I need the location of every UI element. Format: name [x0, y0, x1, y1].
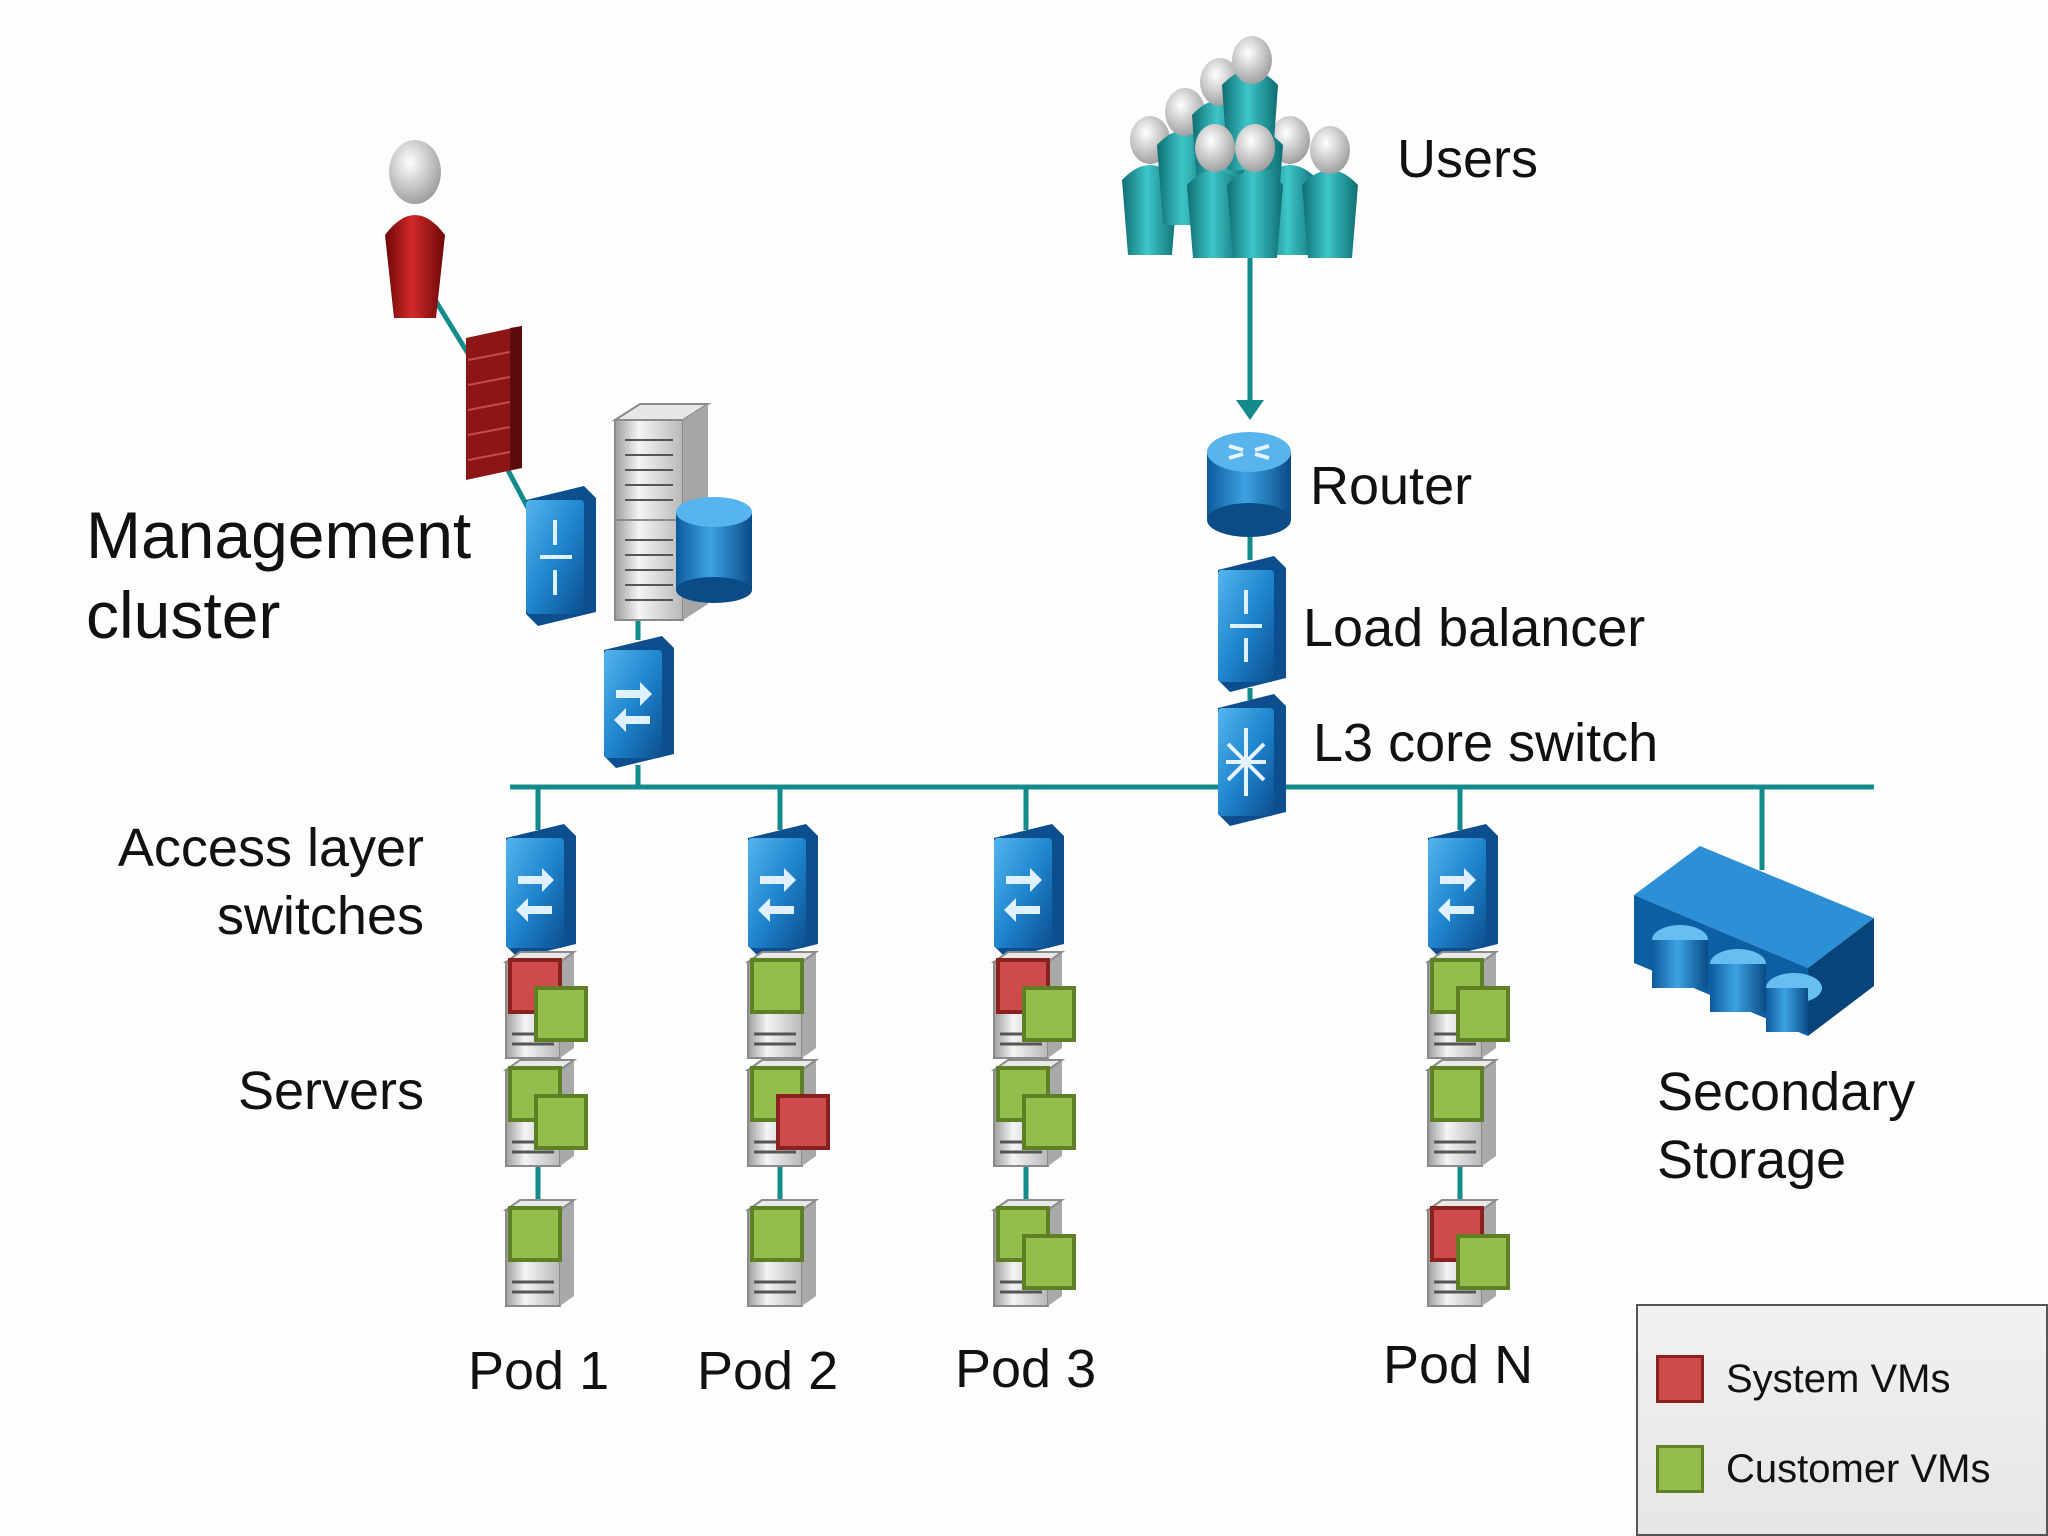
customer-vm-marker — [534, 986, 588, 1042]
server-icon — [1424, 1059, 1500, 1167]
server-icon — [990, 951, 1076, 1059]
legend-row-customer: Customer VMs — [1656, 1442, 1991, 1496]
server-icon — [1424, 951, 1510, 1059]
arrowhead-icon — [1236, 400, 1264, 420]
customer-vm-marker — [1430, 1066, 1484, 1122]
pods-layer — [502, 824, 1510, 1307]
access-layer-label: Access layer switches — [117, 818, 424, 946]
server-icon — [502, 1199, 578, 1307]
router-icon — [1207, 432, 1291, 537]
server-icon — [1424, 1199, 1510, 1307]
pod-group — [1424, 824, 1510, 1307]
pod-label: Pod 2 — [697, 1341, 839, 1401]
access-switch-icon — [748, 824, 818, 958]
management-access-switch-icon — [604, 636, 674, 768]
server-icon — [744, 951, 820, 1059]
admin-user-icon — [385, 140, 445, 318]
system-vm-marker — [776, 1094, 830, 1150]
storage-disks — [1652, 925, 1822, 1032]
pod-label: Pod 1 — [468, 1341, 610, 1401]
customer-vm-marker — [1022, 1094, 1076, 1150]
load-balancer-icon — [1218, 556, 1286, 692]
customer-vm-marker — [1456, 986, 1510, 1042]
legend-label: Customer VMs — [1726, 1446, 1991, 1491]
servers-label: Servers — [237, 1061, 424, 1121]
users-group-icon — [1122, 36, 1358, 258]
pod-group — [990, 824, 1076, 1307]
users-label: Users — [1397, 129, 1539, 189]
customer-vm-marker — [508, 1206, 562, 1262]
access-switch-icon — [994, 824, 1064, 958]
customer-vm-marker — [1456, 1234, 1510, 1290]
core-switch-label: L3 core switch — [1313, 713, 1659, 773]
system-vm-swatch — [1656, 1355, 1704, 1403]
router-label: Router — [1310, 456, 1473, 516]
customer-vm-marker — [750, 1206, 804, 1262]
legend-row-system: System VMs — [1656, 1352, 1950, 1406]
server-icon — [990, 1059, 1076, 1167]
server-icon — [744, 1059, 830, 1167]
management-switch-icon — [526, 486, 596, 626]
secondary-storage-label: Secondary Storage — [1657, 1062, 1916, 1190]
access-switch-icon — [506, 824, 576, 958]
customer-vm-marker — [1022, 1234, 1076, 1290]
customer-vm-marker — [1022, 986, 1076, 1042]
customer-vm-marker — [534, 1094, 588, 1150]
legend-label: System VMs — [1726, 1356, 1951, 1401]
server-icon — [502, 1059, 588, 1167]
customer-vm-swatch — [1656, 1445, 1704, 1493]
firewall-icon — [466, 326, 522, 480]
pod-label: Pod N — [1383, 1335, 1534, 1395]
server-icon — [744, 1199, 820, 1307]
pod-group — [502, 824, 588, 1307]
load-balancer-label: Load balancer — [1303, 598, 1646, 658]
secondary-storage-icon — [1634, 846, 1874, 1036]
management-cluster-label: Management cluster — [86, 498, 472, 652]
customer-vm-marker — [750, 958, 804, 1014]
core-switch-icon — [1218, 694, 1286, 826]
legend: System VMs Customer VMs — [1636, 1304, 2048, 1536]
admin-to-firewall-line — [429, 293, 475, 362]
pod-label: Pod 3 — [955, 1339, 1097, 1399]
database-icon — [676, 497, 752, 603]
server-icon — [502, 951, 588, 1059]
pod-group — [744, 824, 830, 1307]
access-switch-icon — [1428, 824, 1498, 958]
server-icon — [990, 1199, 1076, 1307]
